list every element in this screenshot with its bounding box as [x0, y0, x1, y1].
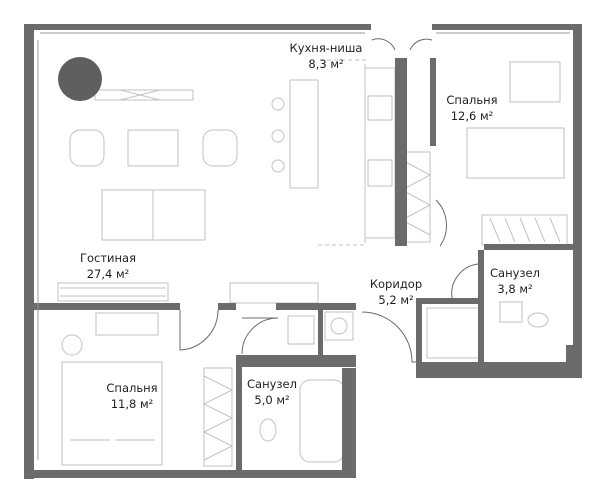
wall-bath1-top — [418, 298, 478, 304]
door-balcony-2 — [409, 38, 433, 51]
room-area-bedroom1: 12,6 м² — [450, 109, 494, 123]
room-area-corridor: 5,2 м² — [378, 293, 414, 307]
wall-living-divider-2 — [218, 303, 236, 310]
label-corridor: Коридор 5,2 м² — [356, 276, 436, 308]
room-name-corridor: Коридор — [369, 277, 423, 291]
dining-table — [289, 79, 319, 189]
door-bath2 — [241, 317, 279, 355]
wall-bottom-left — [24, 470, 342, 478]
door-bath1 — [451, 263, 479, 299]
bed-top — [466, 127, 565, 179]
room-area-living: 27,4 м² — [86, 267, 130, 281]
dining-chair-1 — [271, 97, 285, 111]
label-bath1: Санузел 3,8 м² — [475, 265, 555, 297]
label-living: Гостиная 27,4 м² — [68, 250, 148, 282]
room-area-bedroom2: 11,8 м² — [110, 397, 154, 411]
plant-pot — [61, 334, 83, 356]
walls — [24, 24, 582, 479]
room-name-bath1: Санузел — [490, 266, 540, 280]
stove — [367, 95, 393, 121]
dining-chair-2 — [271, 129, 285, 143]
wardrobe-bottom — [203, 367, 233, 467]
wall-bath2-mid — [318, 303, 323, 355]
room-name-bedroom1: Спальня — [446, 93, 498, 107]
desk — [509, 61, 561, 103]
label-bedroom2: Спальня 11,8 м² — [92, 380, 172, 412]
wall-bottom-right — [416, 362, 582, 378]
wall-top-right — [432, 24, 582, 30]
door-living-bedroom — [179, 309, 219, 351]
coffee-table — [127, 129, 179, 167]
label-kitchen: Кухня-ниша 8,3 м² — [276, 40, 376, 72]
kitchen-zone-outline — [318, 59, 366, 246]
wall-bath2-left — [236, 355, 242, 475]
toilet-2 — [259, 418, 277, 442]
armchair-left — [69, 129, 105, 167]
tv-console-x — [119, 89, 161, 101]
doors — [179, 38, 479, 363]
door-balcony-1 — [371, 38, 396, 51]
wall-top-left — [24, 24, 371, 30]
room-area-kitchen: 8,3 м² — [308, 57, 344, 71]
wall-right-lower — [566, 345, 582, 378]
washer — [324, 311, 354, 341]
dining-chair-3 — [271, 159, 285, 173]
wall-right — [573, 24, 582, 349]
wall-bath1-inner — [478, 250, 484, 378]
room-name-bath2: Санузел — [247, 377, 297, 391]
door-corridor — [361, 311, 416, 363]
wall-bath2-top — [236, 355, 356, 367]
wardrobe-top-hatch — [489, 217, 561, 243]
label-bath2: Санузел 5,0 м² — [232, 376, 312, 408]
furniture-layer — [57, 59, 568, 467]
washer-drum — [330, 317, 348, 335]
sink-1 — [499, 301, 523, 323]
living-shelf — [57, 282, 169, 302]
windows — [37, 32, 570, 460]
wall-bath2-top2 — [276, 303, 356, 310]
room-area-bath1: 3,8 м² — [497, 282, 533, 296]
toilet-1 — [527, 312, 549, 328]
plant-circle — [58, 57, 102, 101]
sink-2 — [287, 315, 315, 345]
door-bedroom1 — [435, 199, 447, 247]
room-name-kitchen: Кухня-ниша — [289, 41, 363, 55]
wall-living-divider — [34, 303, 180, 310]
wall-bedroom-bottom — [484, 244, 576, 250]
wardrobe-bottom-hatch — [202, 375, 234, 461]
dresser — [95, 312, 159, 336]
armchair-right — [202, 129, 238, 167]
wall-left — [24, 24, 34, 479]
wall-bedroom-left — [430, 58, 436, 146]
wall-bottom-right-step — [342, 368, 356, 478]
corridor-cabinet — [229, 282, 319, 304]
living-shelf-hatch — [60, 287, 166, 297]
shower-1 — [426, 307, 480, 359]
room-name-living: Гостиная — [79, 251, 137, 265]
bed-bottom — [61, 361, 163, 466]
room-area-bath2: 5,0 м² — [254, 393, 290, 407]
kitchen-counter — [364, 67, 396, 239]
tv-console — [94, 89, 194, 101]
wall-bath1-left — [416, 298, 422, 378]
label-bedroom1: Спальня 12,6 м² — [432, 92, 512, 124]
room-name-bedroom2: Спальня — [106, 381, 158, 395]
kitchen-sink — [367, 159, 393, 187]
wall-column — [395, 58, 407, 246]
